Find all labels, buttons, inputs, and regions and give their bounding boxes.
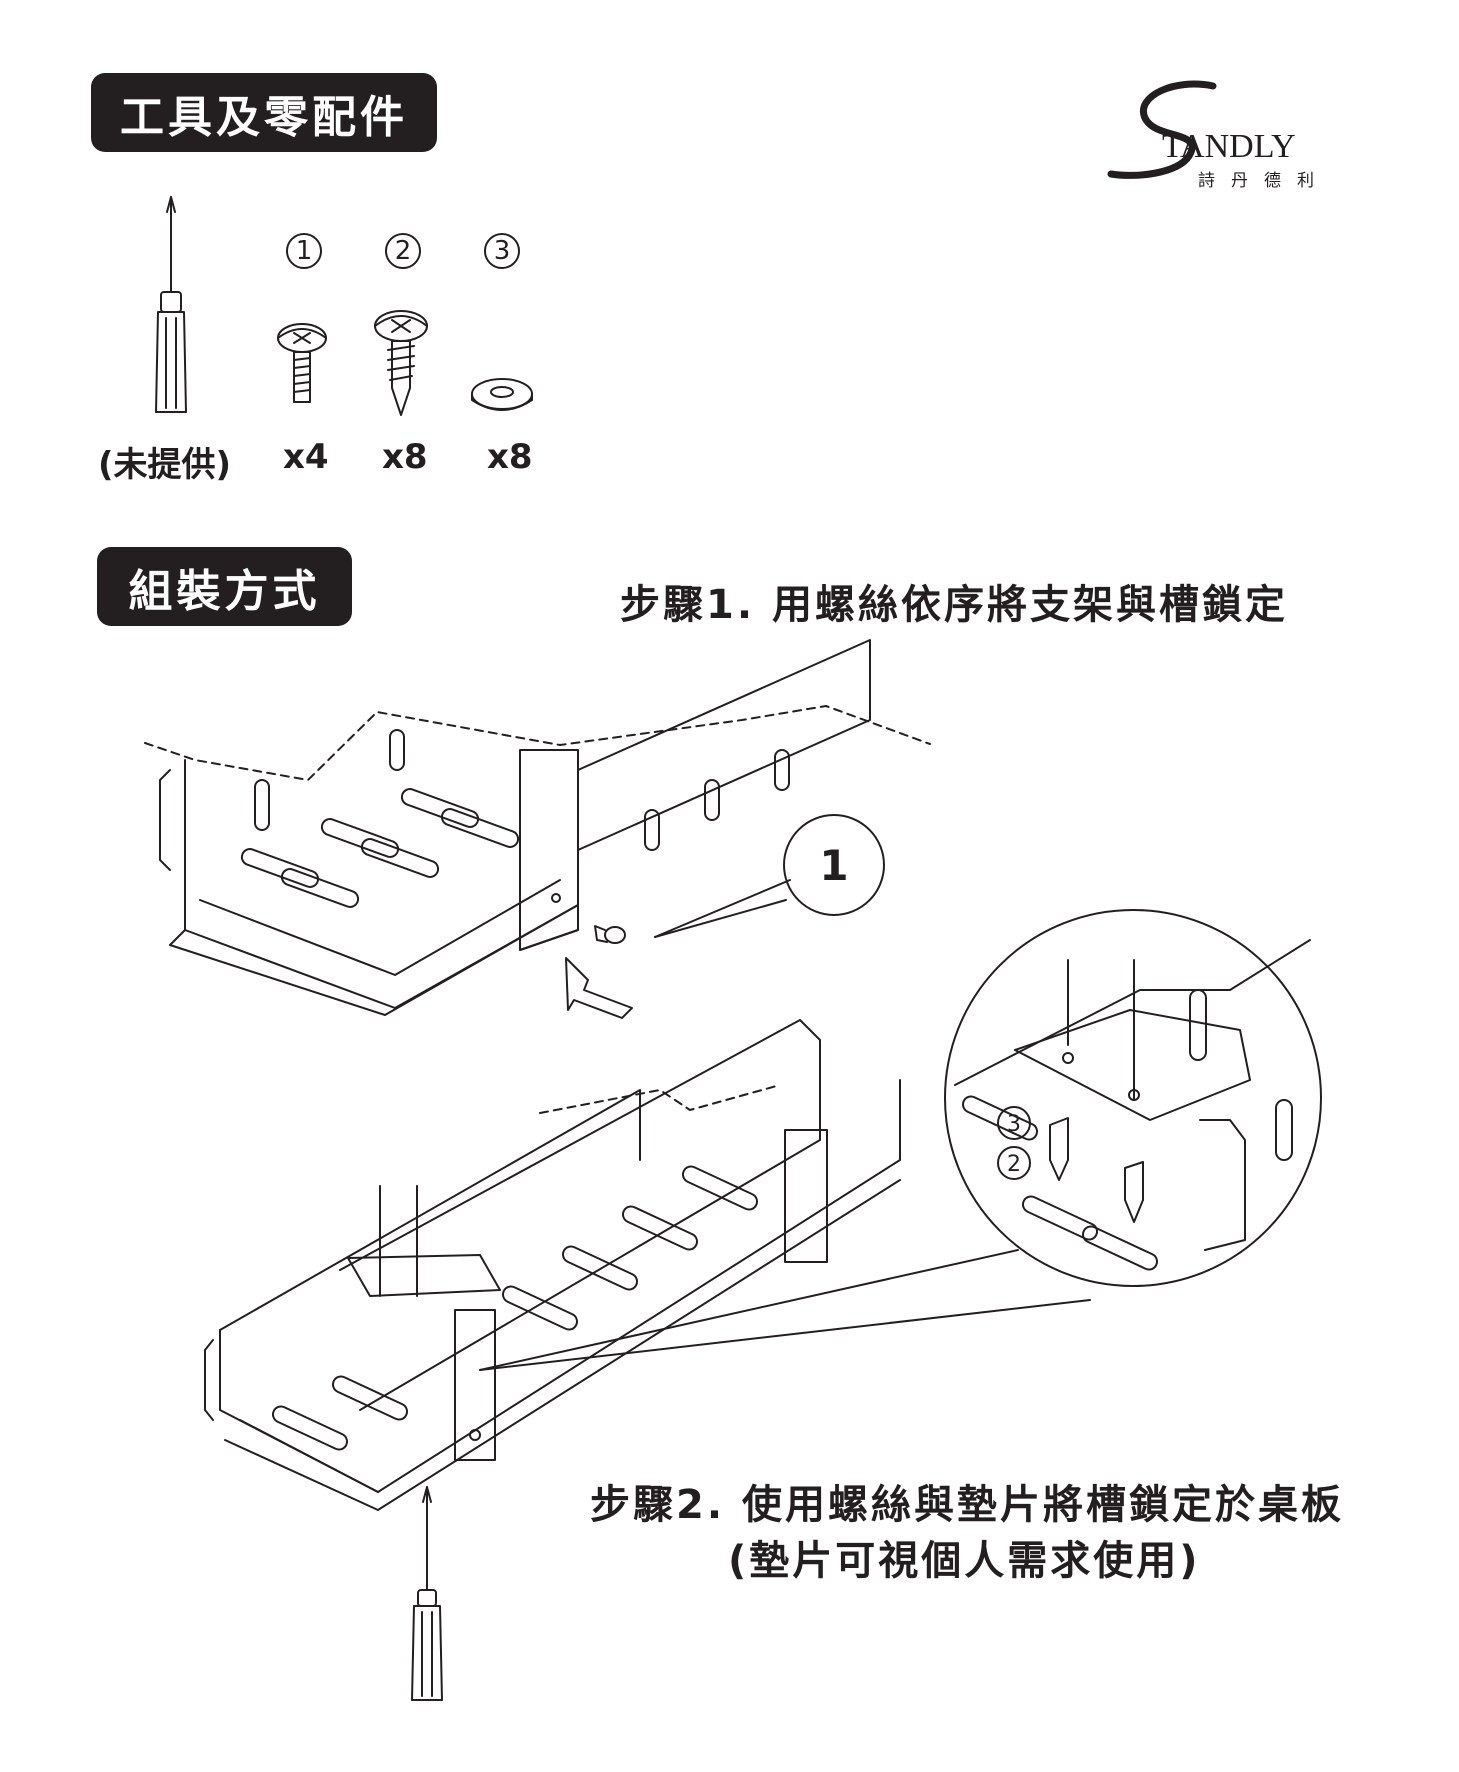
- screwdriver-icon: [155, 196, 187, 413]
- screwdriver-icon: [411, 1486, 443, 1701]
- standly-logo: [1107, 80, 1217, 179]
- zoom-label-washer: 3: [1007, 1112, 1021, 1137]
- step-1-tray-drawing: [144, 639, 931, 1019]
- tools-parts-heading: 工具及零配件: [91, 73, 437, 152]
- part-number-3: 3: [484, 233, 520, 269]
- step-2-note: (墊片可視個人需求使用): [728, 1538, 1201, 1584]
- zoom-label-screw: 2: [1007, 1152, 1021, 1177]
- step-2-instruction: 步驟2. 使用螺絲與墊片將槽鎖定於桌板: [590, 1482, 1344, 1528]
- step-1-instruction: 步驟1. 用螺絲依序將支架與槽鎖定: [620, 582, 1288, 628]
- tool-not-provided-note: (未提供): [98, 445, 232, 485]
- assembly-heading: 組裝方式: [97, 547, 352, 626]
- part-1-quantity: x4: [283, 437, 329, 477]
- part-number-2: 2: [385, 233, 421, 269]
- part-2-quantity: x8: [382, 437, 428, 477]
- step-1-screw-icon: [594, 925, 626, 944]
- zoom-detail-drawing: [944, 909, 1322, 1287]
- step-2-tray-drawing: [204, 1019, 1091, 1701]
- wood-screw-icon: [374, 310, 428, 416]
- washer-icon: [471, 378, 533, 411]
- part-3-quantity: x8: [487, 437, 533, 477]
- insert-arrow-icon: [565, 957, 633, 1019]
- brand-name: TANDLY: [1162, 128, 1296, 165]
- part-number-1: 1: [286, 233, 322, 269]
- brand-subtitle: 詩丹德利: [1198, 171, 1330, 191]
- step-1-callout-number: 1: [819, 841, 848, 890]
- slot-pattern: [240, 788, 520, 908]
- slot-pattern: [271, 1165, 759, 1451]
- machine-screw-icon: [277, 323, 327, 403]
